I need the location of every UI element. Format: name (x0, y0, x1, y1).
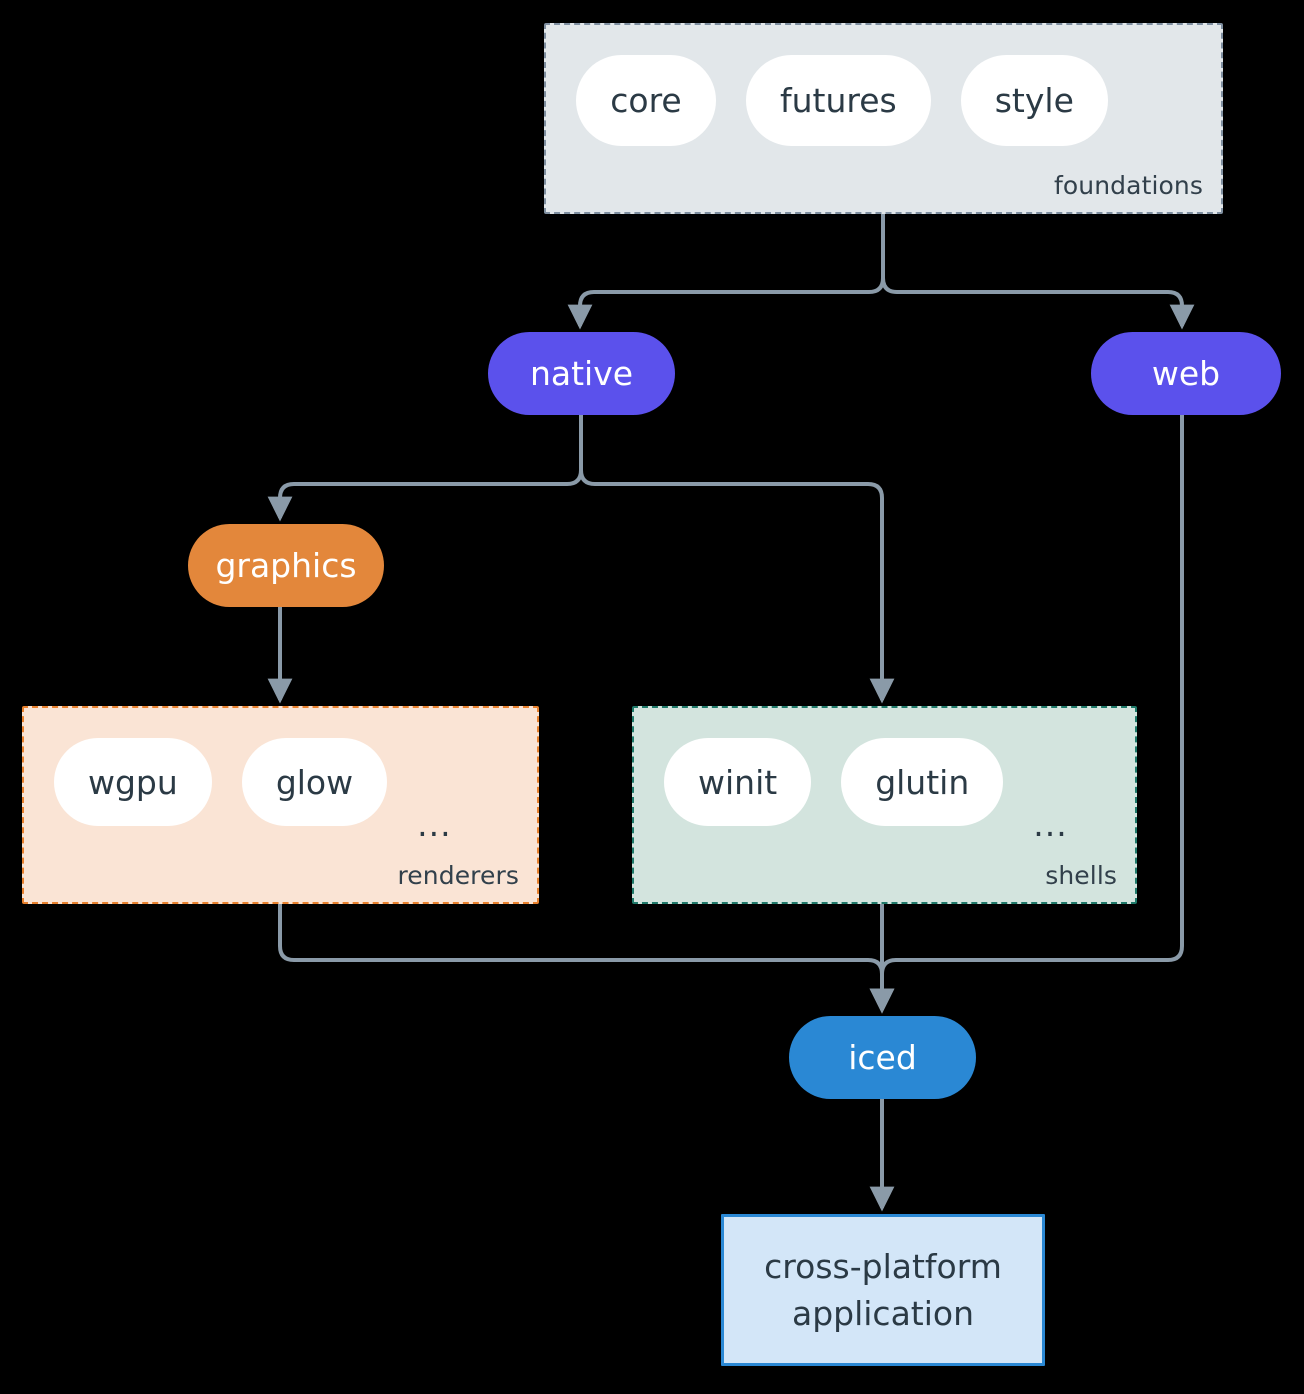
node-graphics[interactable]: graphics (188, 524, 384, 607)
node-native[interactable]: native (488, 332, 675, 415)
group-renderers-label: renderers (397, 861, 519, 890)
node-winit-label: winit (698, 762, 778, 802)
node-futures[interactable]: futures (746, 55, 931, 146)
application-label-line2: application (791, 1294, 975, 1333)
node-cross-platform-application[interactable]: cross-platform application (721, 1214, 1045, 1366)
node-web[interactable]: web (1091, 332, 1281, 415)
node-futures-label: futures (780, 81, 897, 120)
renderers-more-ellipsis: ... (417, 804, 452, 844)
node-native-label: native (529, 354, 634, 393)
node-style-label: style (994, 81, 1074, 120)
group-foundations: core futures style foundations (544, 23, 1223, 214)
edge-renderers-iced (278, 904, 895, 1014)
node-iced[interactable]: iced (789, 1016, 976, 1099)
node-glutin-label: glutin (875, 762, 970, 802)
application-label-line1: cross-platform (764, 1246, 1002, 1286)
node-glutin[interactable]: glutin (841, 738, 1004, 826)
group-foundations-label: foundations (1054, 171, 1203, 200)
node-web-label: web (1151, 354, 1221, 393)
node-glow-label: glow (275, 762, 354, 802)
group-shells: winit glutin ... shells (632, 706, 1137, 904)
node-core-label: core (610, 81, 682, 120)
group-renderers: wgpu glow ... renderers (22, 706, 539, 904)
node-wgpu-label: wgpu (88, 762, 178, 802)
node-core[interactable]: core (576, 55, 716, 146)
edge-foundations-web (881, 214, 1195, 330)
edge-native-graphics (267, 415, 583, 522)
node-glow[interactable]: glow (241, 738, 388, 826)
node-iced-label: iced (848, 1038, 917, 1077)
node-wgpu[interactable]: wgpu (54, 738, 212, 826)
node-winit[interactable]: winit (664, 738, 812, 826)
edge-native-shells (579, 415, 895, 704)
edge-foundations-native (567, 214, 885, 330)
group-shells-label: shells (1045, 861, 1117, 890)
node-style[interactable]: style (960, 55, 1108, 146)
node-graphics-label: graphics (215, 546, 357, 585)
shells-more-ellipsis: ... (1033, 804, 1068, 844)
